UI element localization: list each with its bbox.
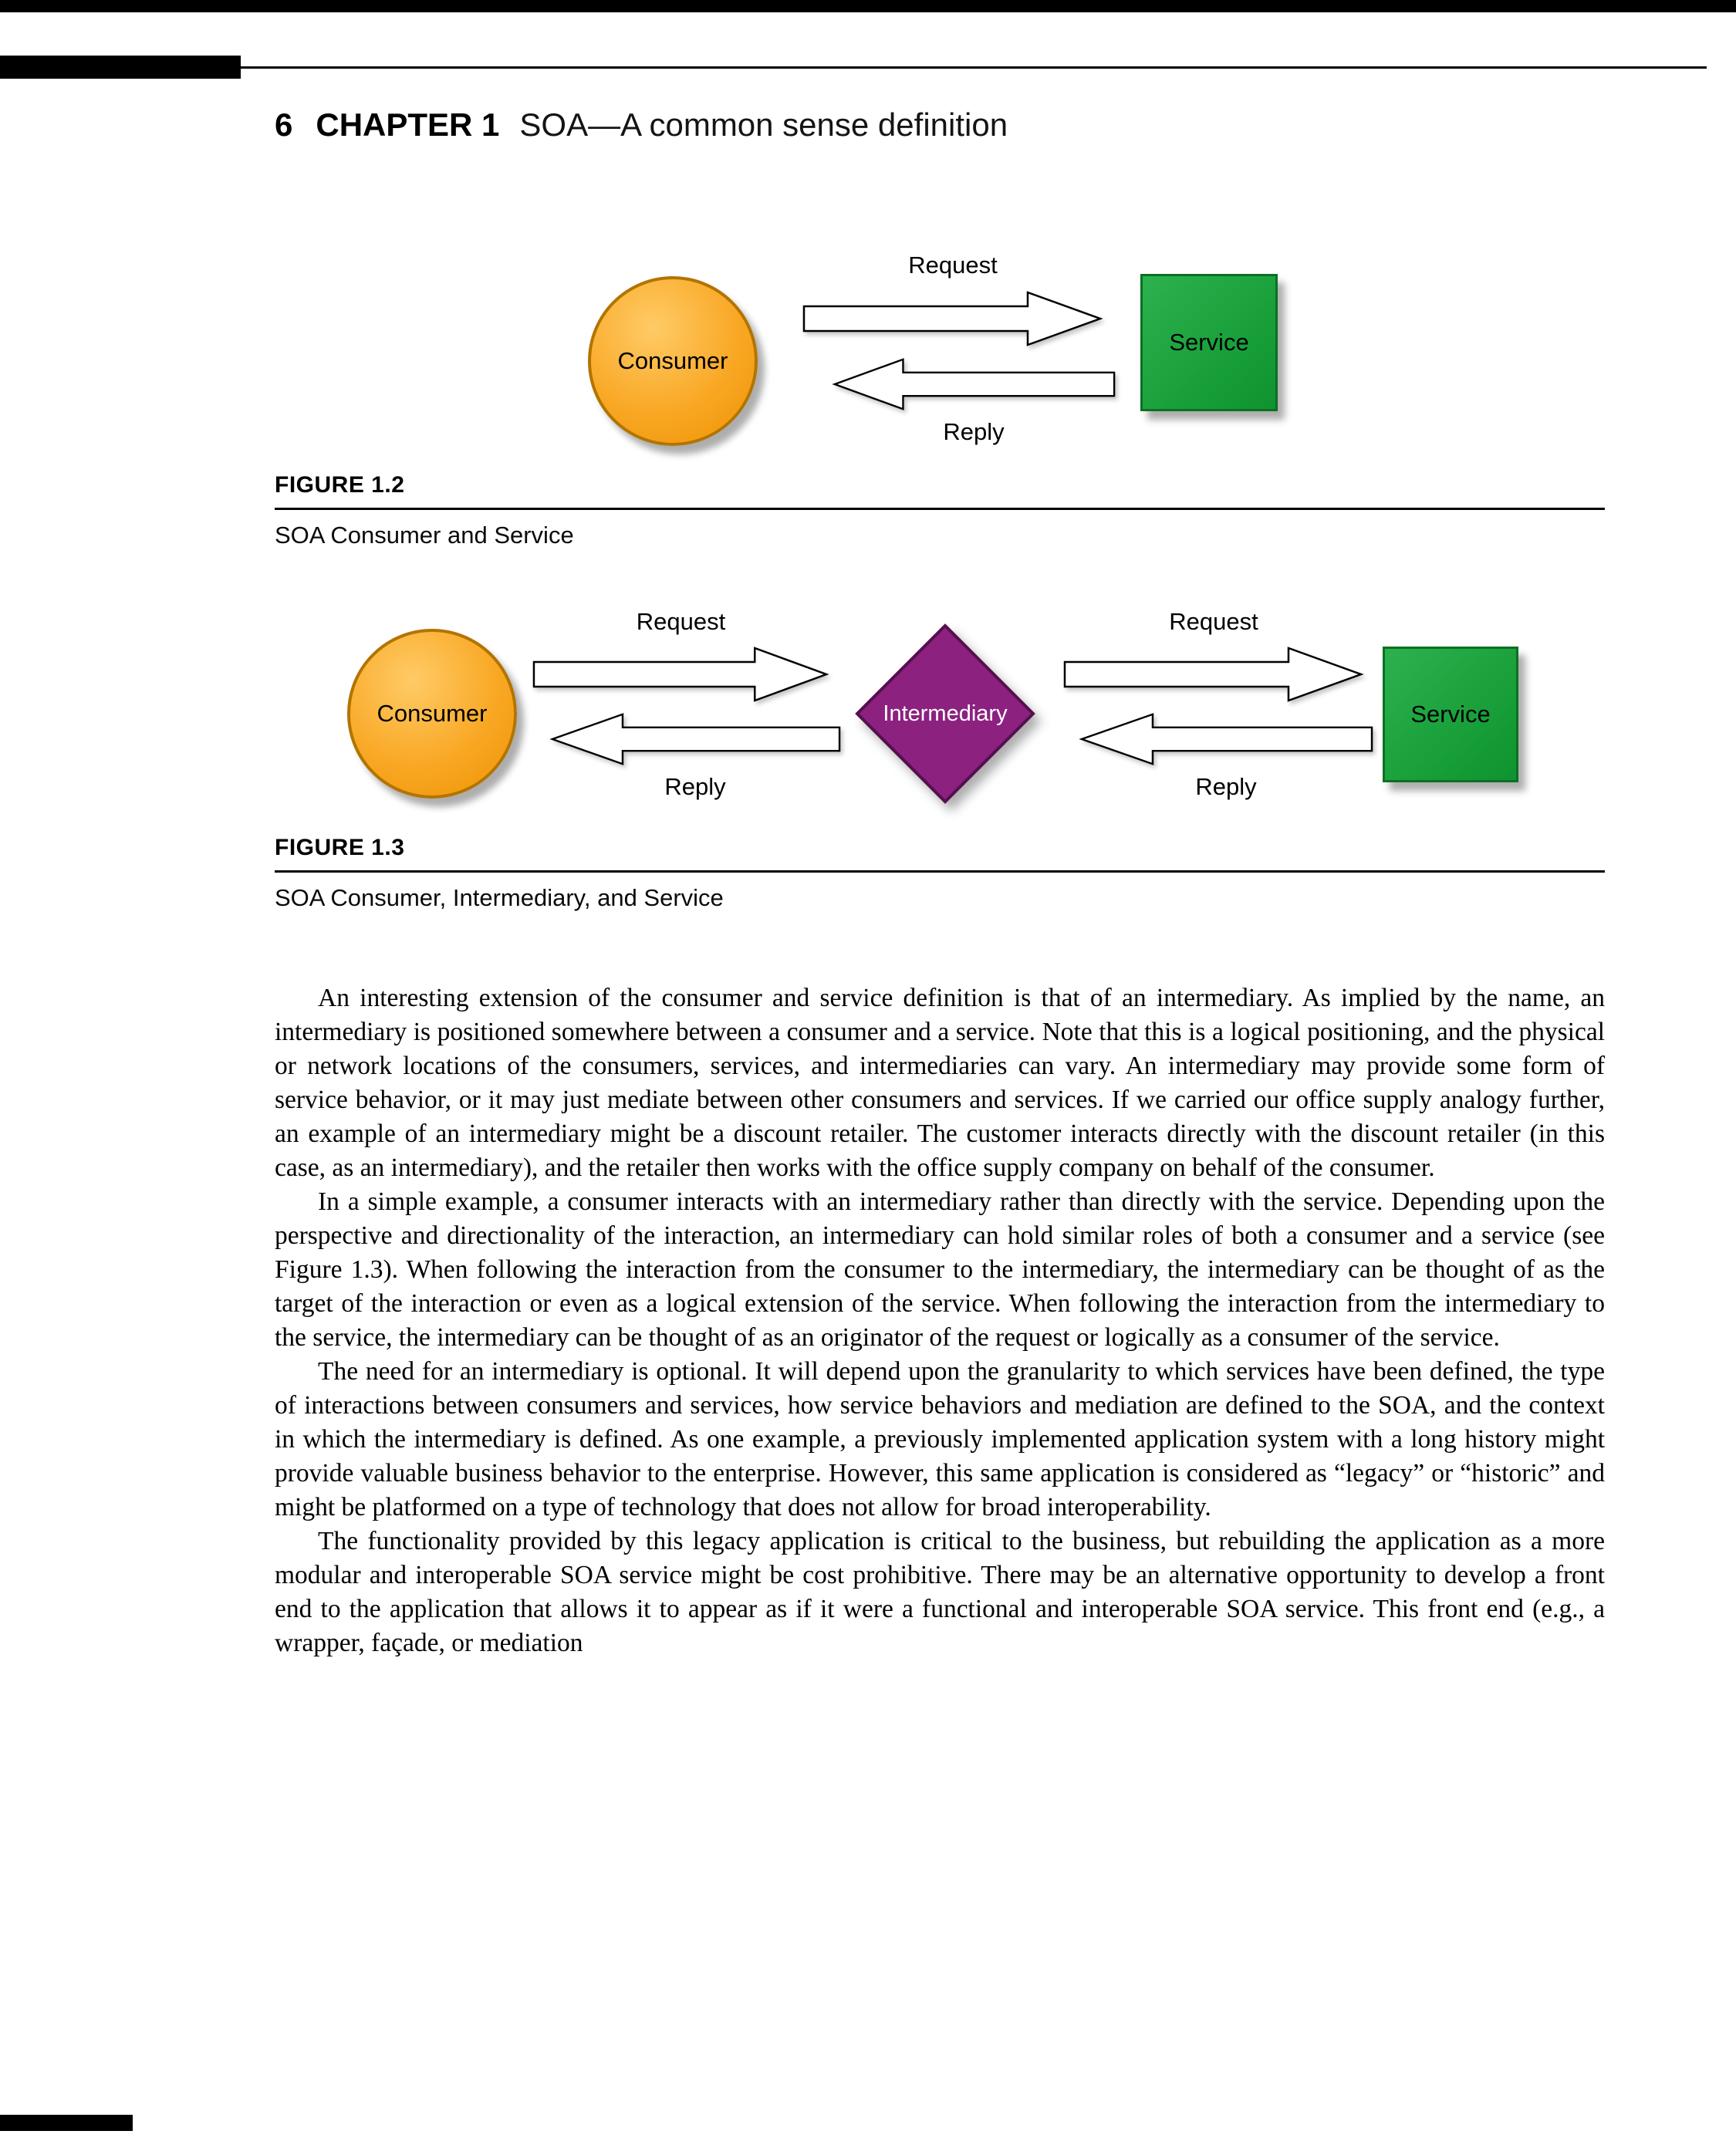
consumer-node: Consumer xyxy=(588,276,758,446)
intermediary-node-label: Intermediary xyxy=(883,701,1008,726)
chapter-label: CHAPTER 1 xyxy=(316,106,500,143)
request-arrow-icon xyxy=(532,645,829,704)
body-paragraph: The functionality provided by this legac… xyxy=(275,1527,1605,1657)
figure-1-3-caption: SOA Consumer, Intermediary, and Service xyxy=(275,884,724,911)
header-black-block xyxy=(0,56,241,79)
figure-1-2-label: FIGURE 1.2 xyxy=(275,472,405,498)
service-node-label: Service xyxy=(1410,701,1491,728)
request-label: Request xyxy=(636,608,726,635)
request-label: Request xyxy=(1169,608,1258,635)
reply-label: Reply xyxy=(1195,773,1257,800)
body-paragraph: The need for an intermediary is optional… xyxy=(275,1357,1605,1521)
consumer-node-label: Consumer xyxy=(617,347,728,374)
body-text: An interesting extension of the consumer… xyxy=(275,981,1605,1660)
header-rule xyxy=(0,66,1707,69)
request-label: Request xyxy=(908,252,998,279)
reply-arrow-icon xyxy=(832,356,1116,412)
figure-1-2-diagram: Consumer Request Service Reply xyxy=(0,247,1736,478)
consumer-node-label: Consumer xyxy=(377,700,488,727)
bottom-bar xyxy=(0,2115,133,2131)
running-head: 6 CHAPTER 1 SOA—A common sense definition xyxy=(275,106,1008,144)
service-node: Service xyxy=(1140,274,1278,411)
reply-label: Reply xyxy=(664,773,726,800)
figure-1-3-diagram: Consumer Request Reply Intermediary Requ… xyxy=(0,602,1736,856)
figure-1-2-caption: SOA Consumer and Service xyxy=(275,522,574,549)
request-arrow-icon xyxy=(802,289,1103,348)
service-node-label: Service xyxy=(1169,329,1249,356)
service-node: Service xyxy=(1383,647,1518,782)
reply-label: Reply xyxy=(943,418,1005,445)
body-paragraph: In a simple example, a consumer interact… xyxy=(275,1187,1605,1352)
page-number: 6 xyxy=(275,106,293,143)
reply-arrow-icon xyxy=(549,711,841,767)
reply-arrow-icon xyxy=(1079,711,1373,767)
figure-1-3-rule xyxy=(275,870,1605,873)
figure-1-2-rule xyxy=(275,508,1605,510)
figure-1-3-label: FIGURE 1.3 xyxy=(275,835,405,860)
chapter-title: SOA—A common sense definition xyxy=(519,106,1008,143)
consumer-node: Consumer xyxy=(347,629,517,799)
intermediary-node: Intermediary xyxy=(853,621,1038,806)
request-arrow-icon xyxy=(1063,645,1364,704)
top-bar xyxy=(0,0,1736,12)
body-paragraph: An interesting extension of the consumer… xyxy=(275,984,1605,1182)
